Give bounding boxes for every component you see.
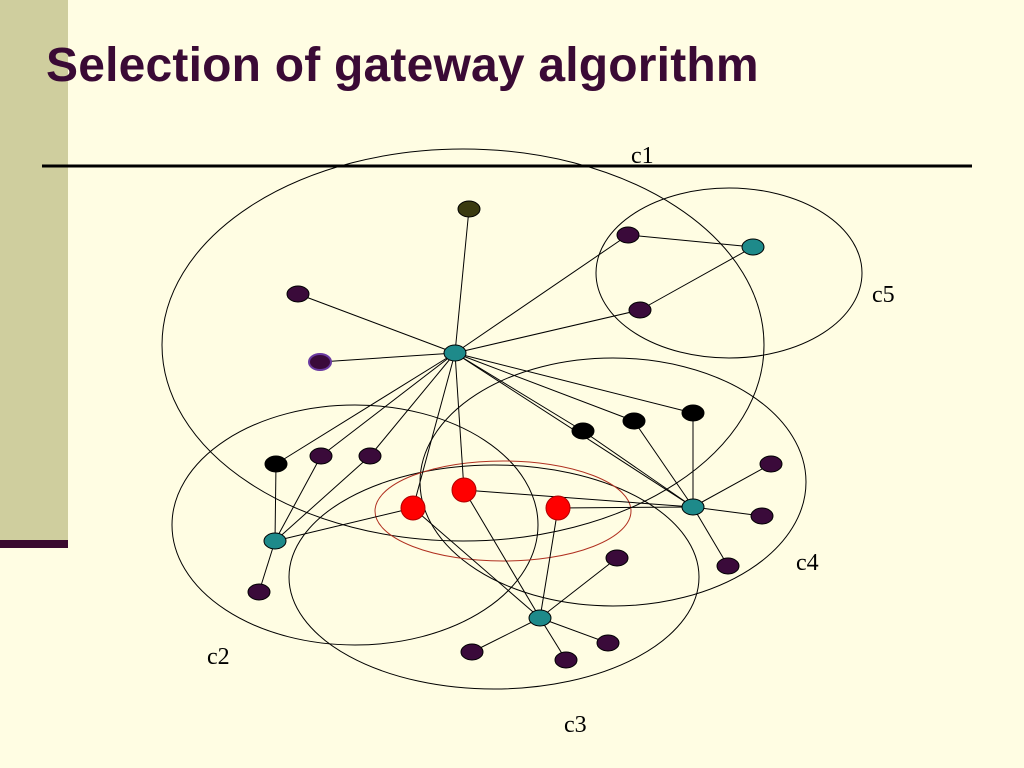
- gateway-candidate-node: [451, 477, 477, 503]
- node-c2-member: [309, 447, 333, 465]
- node-c1-left-lower: [308, 353, 332, 371]
- node-black: [571, 422, 595, 440]
- cluster-label-c5: c5: [872, 282, 895, 308]
- node-c4-member: [759, 455, 783, 473]
- node-c3-member: [460, 643, 484, 661]
- cluster-label-c2: c2: [207, 644, 230, 670]
- node-black: [264, 455, 288, 473]
- node-c2-member: [247, 583, 271, 601]
- cluster-head-c4: [681, 498, 705, 516]
- node-c1-top: [457, 200, 481, 218]
- cluster-head-c1: [443, 344, 467, 362]
- node-black: [681, 404, 705, 422]
- gateway-candidate-node: [545, 495, 571, 521]
- cluster-c3-ellipse: [288, 464, 700, 690]
- cluster-head-c3: [528, 609, 552, 627]
- node-c4-member: [750, 507, 774, 525]
- cluster-boundaries: [161, 148, 863, 690]
- side-accent-bar: [0, 540, 68, 548]
- node-c4-member: [605, 549, 629, 567]
- node-c5-member: [616, 226, 640, 244]
- node-c5-member: [628, 301, 652, 319]
- node-c3-member: [554, 651, 578, 669]
- gateway-candidate-node: [400, 495, 426, 521]
- node-c3-member: [596, 634, 620, 652]
- side-decoration-bar: [0, 0, 68, 540]
- cluster-label-c4: c4: [796, 550, 819, 576]
- cluster-c2-ellipse: [171, 404, 539, 646]
- node-c1-left-upper: [286, 285, 310, 303]
- node-c4-member: [716, 557, 740, 575]
- node-c2-member: [358, 447, 382, 465]
- slide-title: Selection of gateway algorithm: [46, 39, 759, 92]
- node-black: [622, 412, 646, 430]
- cluster-c4-ellipse: [419, 357, 807, 607]
- network-nodes: [247, 200, 783, 669]
- cluster-c5-ellipse: [595, 187, 863, 359]
- network-links: [258, 208, 772, 661]
- cluster-label-c3: c3: [564, 712, 587, 738]
- cluster-c1-ellipse: [161, 148, 765, 542]
- gateway-candidates-ellipse: [374, 460, 632, 562]
- cluster-label-c1: c1: [631, 143, 654, 169]
- cluster-head-c5: [741, 238, 765, 256]
- cluster-head-c2: [263, 532, 287, 550]
